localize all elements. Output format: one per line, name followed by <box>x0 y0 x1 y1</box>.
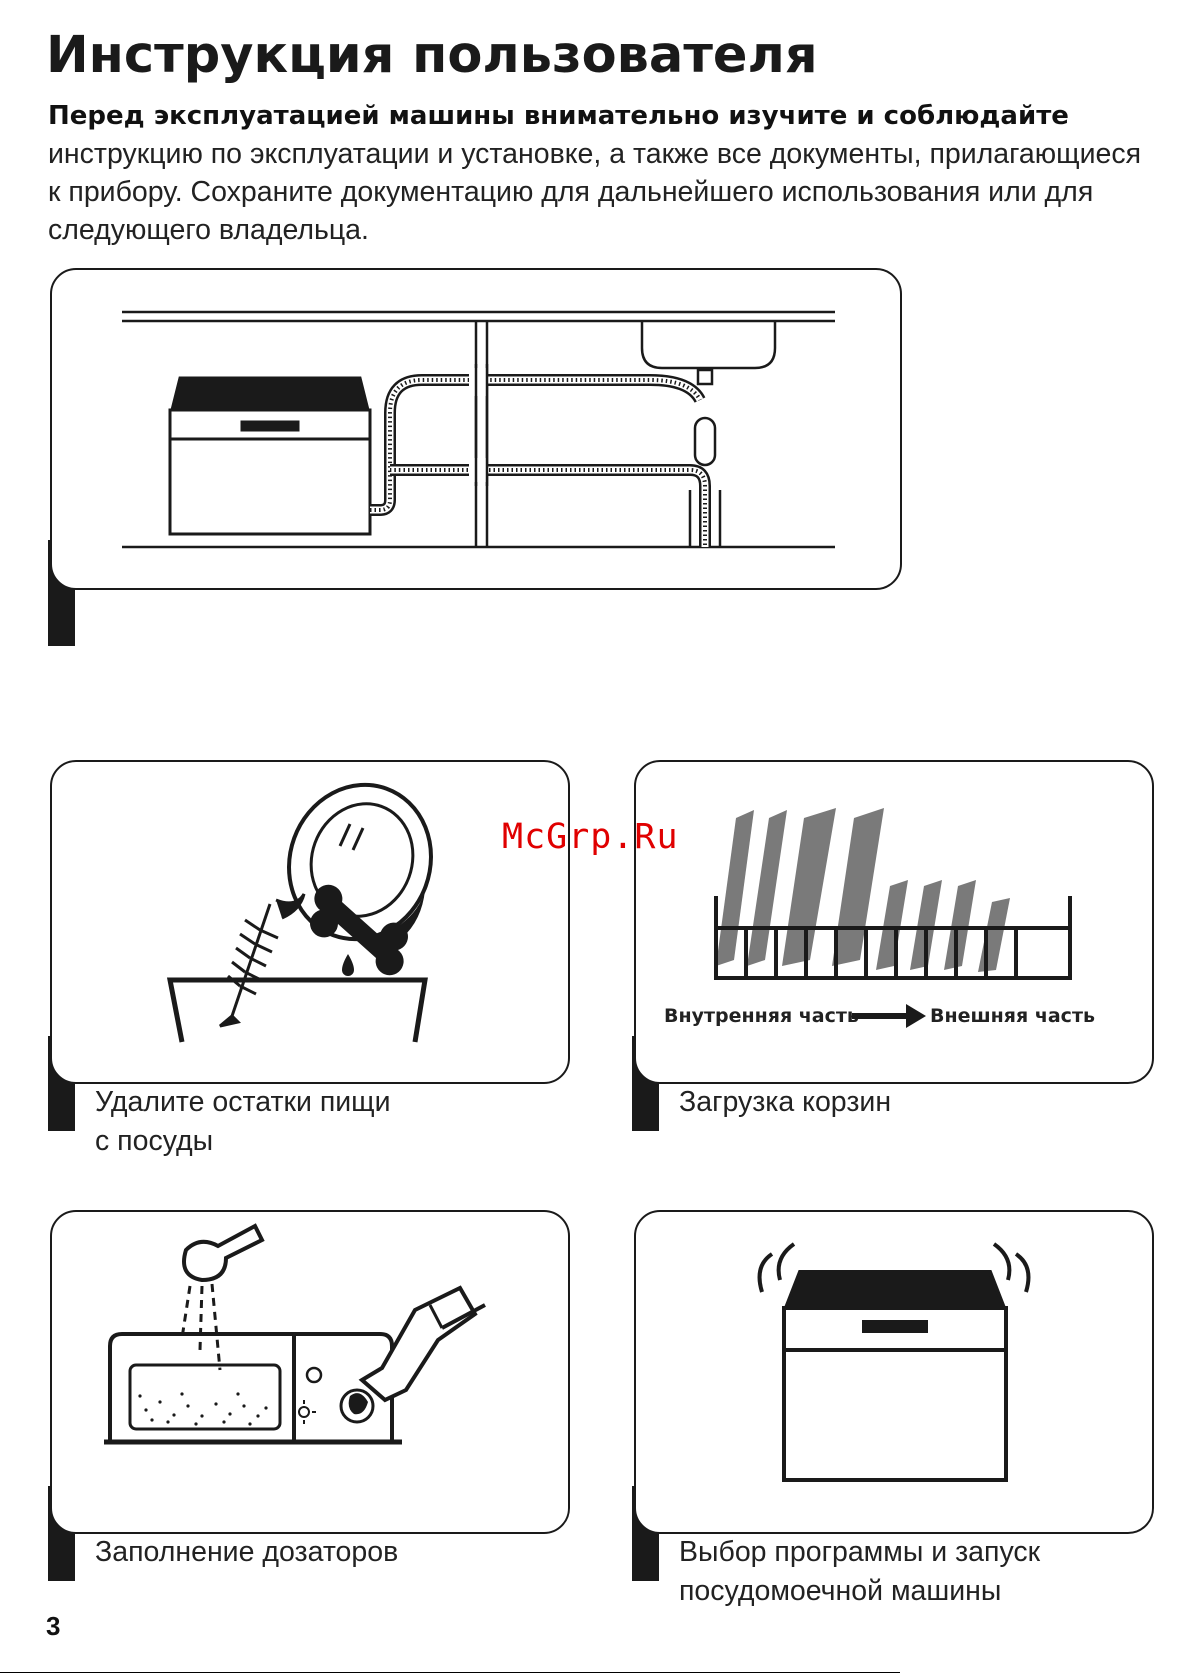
basket-loading-illustration: Внутренняя часть Внешняя часть <box>664 808 1095 1028</box>
scrape-food-illustration <box>166 782 433 1043</box>
scrape-caption: Удалите остатки пищи с посуды <box>95 1083 391 1161</box>
sun-icon <box>292 1400 316 1424</box>
vibration-icon <box>757 1242 1031 1293</box>
dispensers-caption: Заполнение дозаторов <box>95 1533 398 1572</box>
scoop-icon <box>182 1223 265 1283</box>
dispensers-panel <box>50 1210 570 1534</box>
plate-icon <box>287 782 433 942</box>
arrow-right-icon <box>852 1004 926 1028</box>
scrape-caption-line2: с посуды <box>95 1125 214 1157</box>
basket-inner-label: Внутренняя часть <box>664 1005 859 1027</box>
start-program-illustration <box>757 1242 1031 1482</box>
start-caption-line1: Выбор программы и запуск <box>679 1536 1041 1568</box>
scrape-caption-line1: Удалите остатки пищи <box>95 1086 391 1118</box>
dispensers-illustration <box>104 1223 486 1445</box>
start-caption-line2: посудомоечной машины <box>679 1575 1002 1607</box>
intro-lead: Перед эксплуатацией машины внимательно и… <box>48 101 1069 131</box>
intro-body: инструкцию по эксплуатации и установке, … <box>48 138 1142 246</box>
installation-diagram <box>122 310 835 549</box>
dishwasher-front <box>168 376 372 536</box>
bottle-icon <box>358 1285 478 1403</box>
basket-outer-label: Внешняя часть <box>930 1005 1095 1027</box>
baskets-caption: Загрузка корзин <box>679 1083 891 1122</box>
bottom-rule <box>0 1672 900 1673</box>
page-title: Инструкция пользователя <box>46 26 818 85</box>
dishwasher-icon <box>782 1270 1008 1482</box>
intro-text: Перед эксплуатацией машины внимательно и… <box>48 96 1148 249</box>
bone-icon <box>310 884 408 976</box>
page-number: 3 <box>46 1611 61 1641</box>
fish-bone-icon <box>219 893 306 1028</box>
start-caption: Выбор программы и запуск посудомоечной ма… <box>679 1533 1040 1611</box>
watermark: McGrp.Ru <box>502 817 679 857</box>
baskets-caption-line1: Загрузка корзин <box>679 1086 892 1118</box>
dispensers-caption-line1: Заполнение дозаторов <box>95 1536 399 1568</box>
rinse-aid-icon <box>339 1388 375 1424</box>
